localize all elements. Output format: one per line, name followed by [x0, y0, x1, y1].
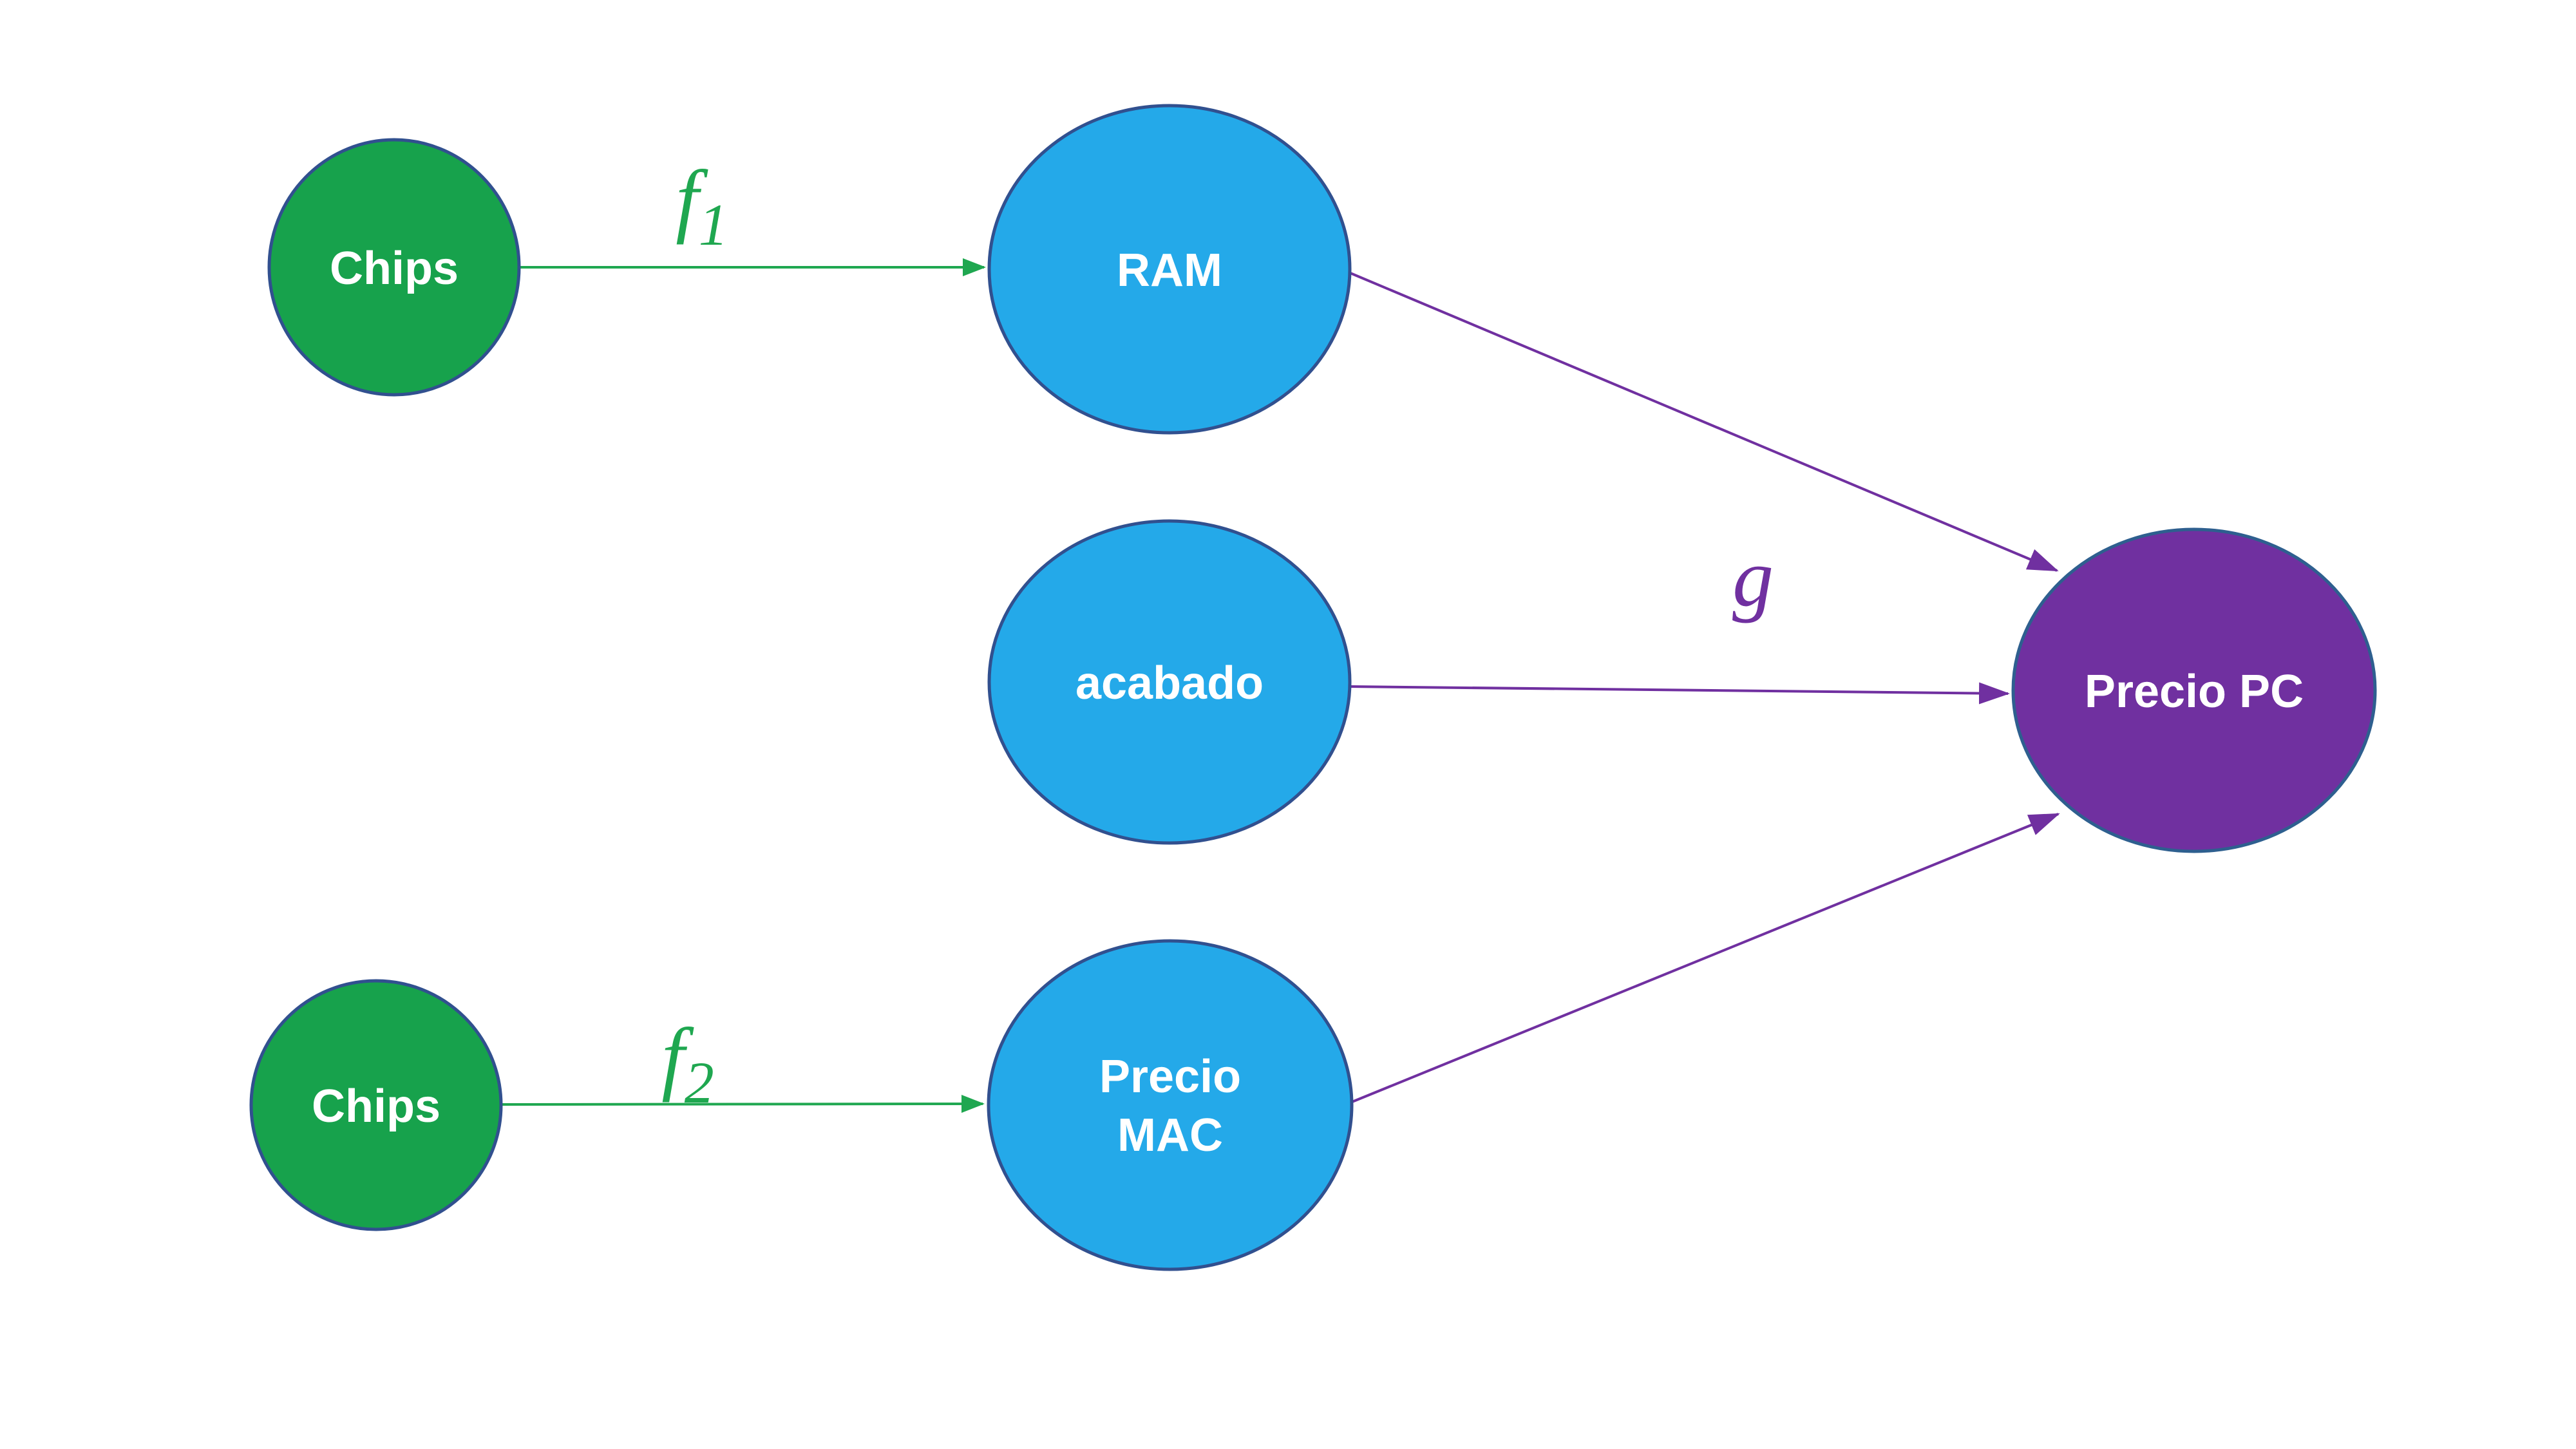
node-acabado-label: acabado [1075, 658, 1264, 709]
node-chips-bottom-shape [249, 979, 503, 1231]
edge-label-g: g [1732, 532, 1774, 623]
node-ram: RAM [987, 104, 1352, 435]
node-precio-pc: Precio PC [2011, 527, 2377, 853]
edge-label-f1-subscript: 1 [699, 192, 728, 258]
node-precio-mac-shape [987, 939, 1354, 1271]
node-precio-mac-label-line2: MAC [1117, 1110, 1223, 1161]
node-chips-top-label: Chips [330, 243, 459, 294]
node-chips-bottom: Chips [249, 979, 503, 1231]
edge-label-f1: f1 [676, 153, 728, 258]
node-chips-bottom-label: Chips [312, 1081, 440, 1132]
node-chips-top: Chips [267, 138, 521, 397]
edge-precio-mac-to-precio-pc [1350, 813, 2060, 1104]
node-acabado: acabado [987, 519, 1352, 845]
node-precio-mac: Precio MAC [987, 939, 1354, 1271]
node-acabado-shape [987, 519, 1352, 845]
node-precio-mac-label-line1: Precio [1099, 1051, 1241, 1103]
edge-label-f2: f2 [661, 1011, 714, 1115]
edge-acabado-to-precio-pc [1348, 682, 2010, 705]
node-chips-top-shape [267, 138, 521, 397]
node-precio-pc-shape [2011, 527, 2377, 853]
edge-label-f2-subscript: 2 [685, 1050, 714, 1115]
node-precio-pc-label: Precio PC [2085, 666, 2304, 717]
node-ram-shape [987, 104, 1352, 435]
node-ram-label: RAM [1117, 245, 1222, 296]
edge-ram-to-precio-pc [1347, 270, 2059, 572]
